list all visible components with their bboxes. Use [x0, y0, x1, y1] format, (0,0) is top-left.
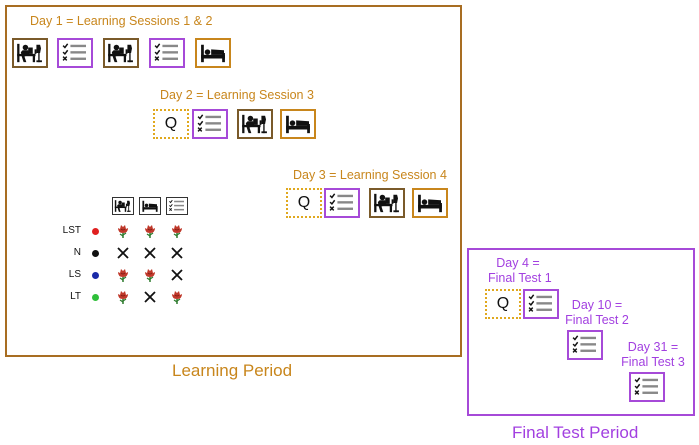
rose-icon: [115, 223, 131, 239]
sleep-icon: [195, 38, 231, 68]
rose-icon: [169, 223, 185, 239]
study-icon: [12, 38, 48, 68]
study-icon: [369, 188, 405, 218]
day4-line1: Day 4 =: [496, 256, 540, 270]
rose-icon: [115, 267, 131, 283]
day10-line1: Day 10 =: [571, 298, 623, 312]
test-list-icon: [166, 197, 188, 215]
test-list-icon: [57, 38, 93, 68]
rose-icon: [169, 289, 185, 305]
rose-icon: [115, 289, 131, 305]
study-icon: [237, 109, 273, 139]
q-label: Q: [164, 115, 178, 132]
sleep-icon: [412, 188, 448, 218]
study-icon: [112, 197, 134, 215]
q-label: Q: [297, 194, 311, 211]
row-label-lst: LST: [62, 225, 81, 236]
day4-line2: Final Test 1: [488, 271, 552, 285]
lst-dot: [92, 228, 99, 235]
row-label-lt: LT: [70, 291, 81, 302]
test-list-icon: [567, 330, 603, 360]
day1-label: Day 1 = Learning Sessions 1 & 2: [30, 14, 213, 28]
q-label: Q: [496, 295, 510, 312]
x-icon: [142, 245, 158, 261]
sleep-icon: [280, 109, 316, 139]
ls-dot: [92, 272, 99, 279]
x-icon: [142, 289, 158, 305]
quiz-q-box: Q: [153, 109, 189, 139]
row-label-ls: LS: [68, 269, 81, 280]
test-list-icon: [324, 188, 360, 218]
day3-label: Day 3 = Learning Session 4: [293, 168, 447, 182]
final-test-period-frame: [467, 248, 695, 416]
rose-icon: [142, 267, 158, 283]
x-icon: [169, 267, 185, 283]
test-list-icon: [523, 289, 559, 319]
rose-icon: [142, 223, 158, 239]
n-dot: [92, 250, 99, 257]
day10-label: Day 10 = Final Test 2: [563, 298, 631, 328]
day31-line2: Final Test 3: [621, 355, 685, 369]
final-test-period-label: Final Test Period: [512, 423, 639, 442]
quiz-q-box: Q: [286, 188, 322, 218]
test-list-icon: [192, 109, 228, 139]
study-icon: [103, 38, 139, 68]
x-icon: [115, 245, 131, 261]
learning-period-frame: [5, 5, 462, 357]
learning-period-label: Learning Period: [172, 361, 293, 380]
test-list-icon: [149, 38, 185, 68]
row-label-n: N: [73, 247, 81, 258]
day31-label: Day 31 = Final Test 3: [618, 340, 688, 370]
day10-line2: Final Test 2: [565, 313, 629, 327]
lt-dot: [92, 294, 99, 301]
quiz-q-box: Q: [485, 289, 521, 319]
sleep-icon: [139, 197, 161, 215]
day4-label: Day 4 = Final Test 1: [488, 256, 552, 286]
test-list-icon: [629, 372, 665, 402]
x-icon: [169, 245, 185, 261]
day2-label: Day 2 = Learning Session 3: [160, 88, 314, 102]
day31-line1: Day 31 =: [627, 340, 679, 354]
